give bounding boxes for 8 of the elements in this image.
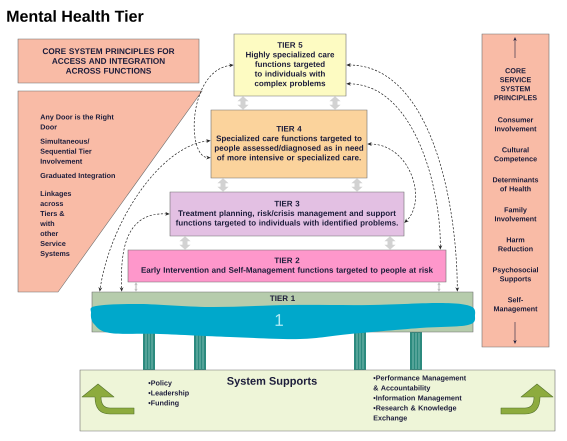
tier-box: TIER 2 Early Intervention and Self-Management functions targeted to people at risk [128, 250, 446, 282]
title: Mental Health Tier [7, 10, 144, 22]
tier-box: TIER 3 Treatment planning, risk/crisis management and support functions targeted to individuals with identified problems. [170, 192, 404, 236]
heading-box: CORE SYSTEM PRINCIPLES FOR ACCESS AND INTEGRATION ACROSS FUNCTIONS [18, 38, 200, 84]
tier-box: TIER 5 Highly specialized care functions targeted to individuals with complex problems [234, 34, 346, 96]
heading: System Supports [227, 377, 317, 387]
handwritten-number: 1 [276, 314, 283, 326]
tier-box: TIER 4 Specialized care functions targeted to people assessed/diagnosed as in need of more intensive or specialized care. [210, 110, 368, 178]
